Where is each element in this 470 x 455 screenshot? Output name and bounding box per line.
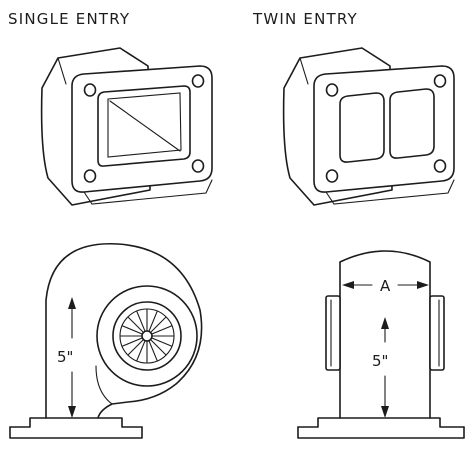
twin-bolt-hole [433, 74, 447, 88]
twin-body-outline [339, 250, 431, 419]
twin-port-left [339, 92, 385, 163]
twin-dim-arrow-down [381, 406, 389, 418]
single-base-step [9, 417, 143, 428]
single-dim-arrow-up [68, 297, 76, 309]
single-bolt-hole [191, 159, 205, 173]
single-port-outer [97, 85, 191, 167]
single-port-diagonal [109, 100, 181, 152]
single-entry-flange [40, 47, 213, 206]
twin-bolt-hole [325, 83, 339, 97]
twin-port-right [389, 88, 435, 159]
single-height-label: 5" [57, 348, 73, 366]
single-flange-plate [71, 65, 213, 193]
twin-bolt-hole [433, 159, 447, 173]
single-bolt-hole [83, 83, 97, 97]
twin-flange-thickness [325, 179, 455, 205]
single-wheel-blades [119, 308, 175, 364]
twin-entry-front-view: A 5" [297, 250, 465, 439]
twin-dim-arrow-up [381, 317, 389, 329]
twin-entry-label: TWIN ENTRY [253, 10, 358, 28]
twin-entry-flange [282, 47, 455, 206]
single-dim-arrow-down [68, 406, 76, 418]
single-volute-tongue [95, 365, 113, 405]
twin-right-flange [429, 295, 445, 371]
twin-dim-arrow-left [342, 281, 354, 289]
twin-width-label: A [380, 277, 391, 295]
single-volute-outline [45, 243, 203, 419]
single-port-inner [107, 92, 182, 158]
single-entry-side-view: 5" [9, 243, 203, 439]
single-wheel-outer [112, 301, 182, 371]
single-flange-thickness [83, 179, 213, 205]
twin-base-plate [297, 426, 465, 439]
twin-height-label: 5" [372, 352, 388, 370]
twin-base-step [297, 417, 465, 428]
twin-left-flange [325, 295, 341, 371]
single-bolt-hole [191, 74, 205, 88]
single-wheel-housing [96, 285, 198, 387]
twin-dim-arrow-right [417, 281, 429, 289]
twin-bolt-hole [325, 169, 339, 183]
single-housing-edge [57, 57, 67, 85]
single-bolt-hole [83, 169, 97, 183]
single-entry-label: SINGLE ENTRY [8, 10, 131, 28]
twin-housing-edge [299, 57, 309, 85]
single-base-plate [9, 426, 143, 439]
